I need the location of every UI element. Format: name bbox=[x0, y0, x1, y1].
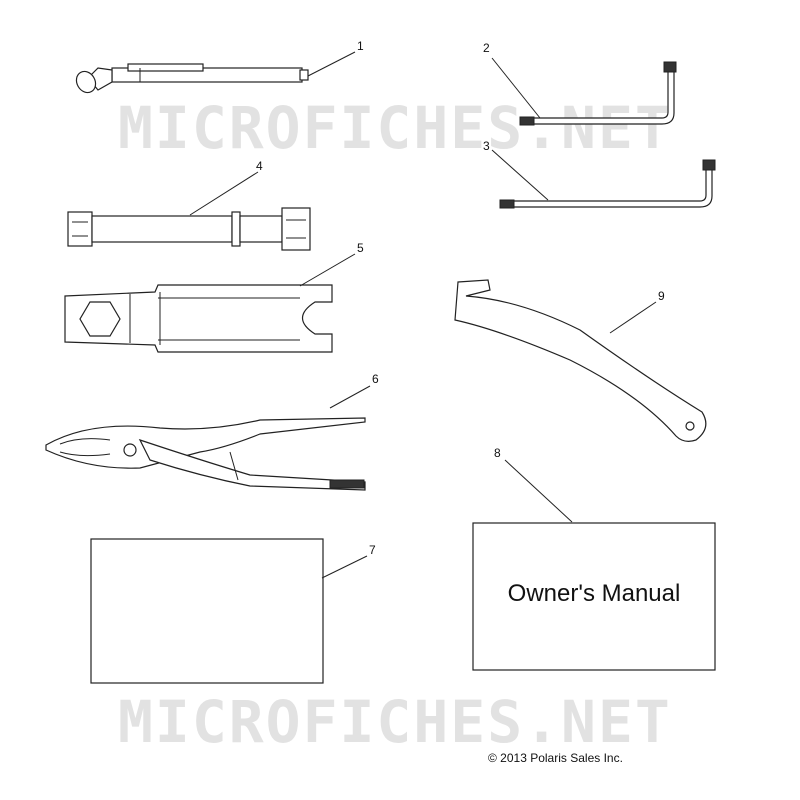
callout-6: 6 bbox=[372, 372, 379, 386]
leader-2 bbox=[491, 57, 541, 119]
callout-7: 7 bbox=[369, 543, 376, 557]
leader-3 bbox=[491, 149, 549, 201]
part-2-hex-key bbox=[519, 61, 677, 126]
manual-label: Owner's Manual bbox=[508, 580, 681, 607]
watermark-bottom: MICROFICHES.NET bbox=[118, 688, 672, 756]
part-4-spark-plug-socket bbox=[67, 207, 311, 251]
leader-7 bbox=[321, 555, 368, 579]
copyright-text: © 2013 Polaris Sales Inc. bbox=[488, 751, 623, 765]
part-7-card bbox=[90, 538, 324, 684]
callout-2: 2 bbox=[483, 41, 490, 55]
callout-9: 9 bbox=[658, 289, 665, 303]
part-1-tire-gauge bbox=[75, 63, 309, 94]
leader-1 bbox=[307, 51, 356, 77]
callout-1: 1 bbox=[357, 39, 364, 53]
leader-4 bbox=[189, 171, 259, 216]
leader-5 bbox=[299, 253, 356, 287]
callout-4: 4 bbox=[256, 159, 263, 173]
leader-9 bbox=[609, 301, 657, 334]
part-8-owners-manual: Owner's Manual bbox=[472, 522, 716, 671]
leader-8 bbox=[504, 459, 573, 523]
leader-6 bbox=[329, 385, 371, 409]
part-9-spanner-wrench bbox=[454, 279, 707, 442]
callout-8: 8 bbox=[494, 446, 501, 460]
part-3-hex-key bbox=[499, 159, 716, 209]
part-6-pliers bbox=[45, 417, 366, 491]
callout-5: 5 bbox=[357, 241, 364, 255]
callout-3: 3 bbox=[483, 139, 490, 153]
watermark-top: MICROFICHES.NET bbox=[118, 94, 672, 162]
part-5-holding-tool bbox=[64, 284, 333, 353]
